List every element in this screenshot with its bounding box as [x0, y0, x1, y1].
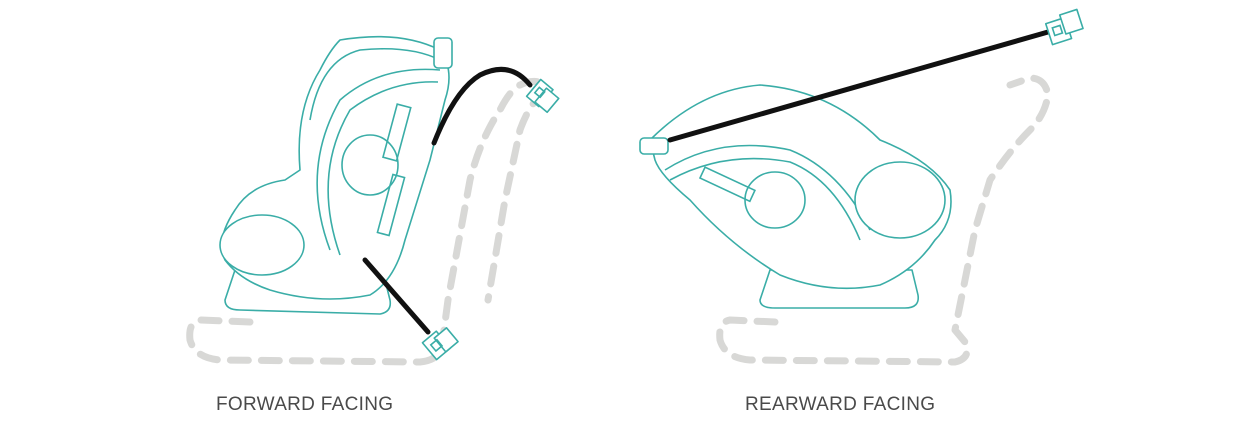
armrest	[219, 214, 305, 276]
forward-facing-illustration	[186, 35, 560, 366]
side-pad	[341, 134, 399, 196]
lower-belt-strap	[362, 257, 431, 335]
top-tether-strap	[431, 66, 533, 146]
top-tether-strap	[667, 27, 1058, 143]
headrest-handle	[433, 37, 453, 69]
side-pad	[744, 171, 806, 229]
lower-belt-connector	[421, 327, 459, 361]
vehicle-seat-outline	[716, 74, 1052, 366]
seat-headrest	[309, 47, 441, 121]
headrest-handle	[639, 137, 669, 155]
top-tether-connector	[1044, 8, 1084, 46]
forward-facing-label: FORWARD FACING	[216, 394, 394, 415]
rearward-facing-label: REARWARD FACING	[745, 394, 936, 415]
top-tether-connector	[525, 78, 560, 114]
armrest	[854, 161, 946, 239]
rearward-facing-illustration	[639, 8, 1084, 366]
